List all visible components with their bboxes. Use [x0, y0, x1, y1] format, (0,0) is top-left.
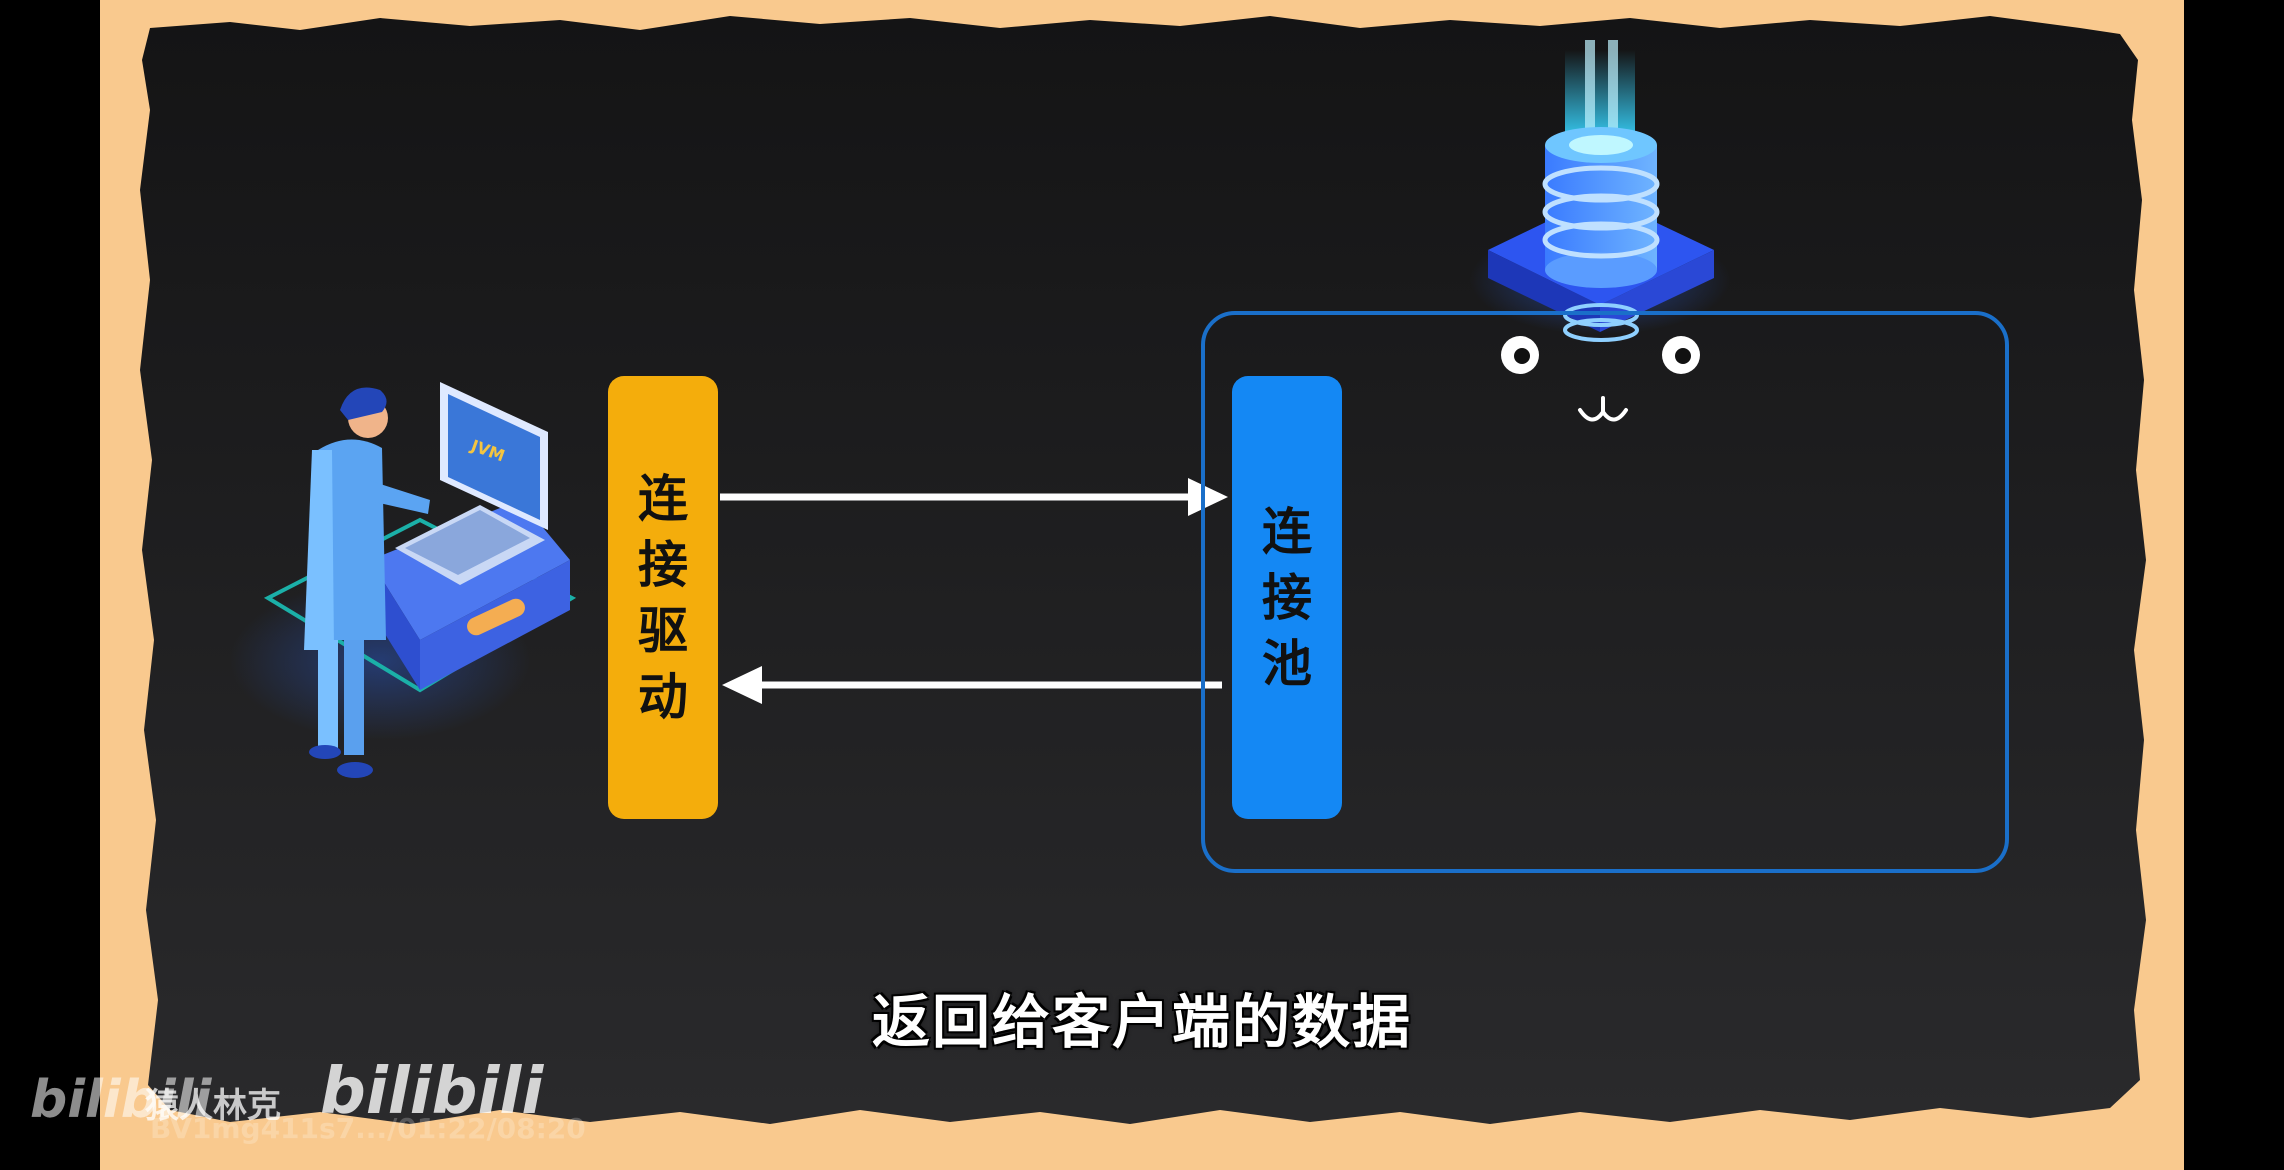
pool-label-char: 连	[1262, 502, 1312, 561]
driver-label-char: 连	[638, 469, 688, 528]
bilibili-logo-watermark: bilibili	[30, 1070, 212, 1130]
driver-label-char: 接	[638, 535, 688, 594]
driver-label-char: 驱	[638, 601, 688, 660]
connection-pool-frame	[1201, 311, 2009, 873]
video-id-watermark: BV1mg411s7.../01:22/08:20	[150, 1112, 586, 1145]
connection-driver-box: 连 接 驱 动	[608, 376, 718, 819]
pool-label-char: 池	[1262, 634, 1312, 693]
author-watermark: 猿人林克	[145, 1086, 281, 1126]
programmer-laptop-icon: JVM	[230, 382, 577, 778]
database-server-icon	[1470, 40, 1730, 342]
subtitle-caption: 返回给客户端的数据	[871, 988, 1412, 1056]
arrow-driver-to-pool	[720, 478, 1228, 516]
pool-label-char: 接	[1262, 568, 1312, 627]
connection-pool-box: 连 接 池	[1232, 376, 1342, 819]
bilibili-logo-watermark-large: bilibili	[320, 1055, 544, 1129]
face-decoration	[1501, 336, 1700, 422]
arrow-pool-to-driver	[722, 666, 1222, 704]
driver-label-char: 动	[638, 667, 688, 726]
